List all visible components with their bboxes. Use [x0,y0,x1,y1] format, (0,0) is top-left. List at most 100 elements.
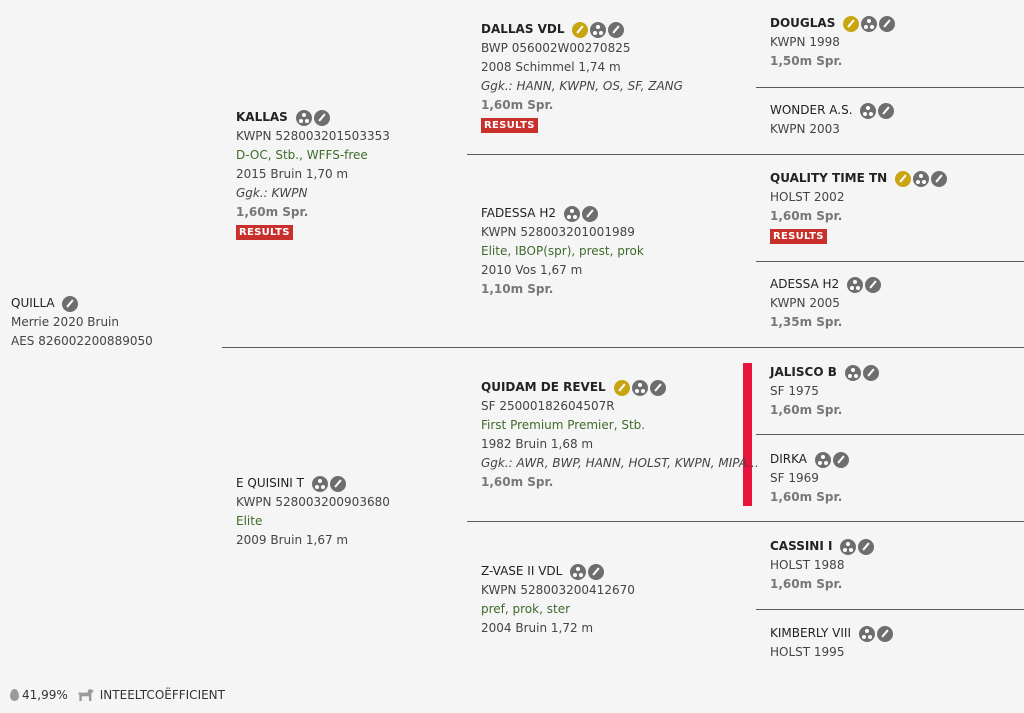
g6-name[interactable]: DIRKA [770,452,807,466]
g1-name[interactable]: DOUGLAS [770,16,836,30]
ggp-3: QUALITY TIME TN HOLST 2002 1,60m Spr. RE… [770,169,949,245]
pedigree-tree-icon[interactable] [858,625,875,642]
pedigree-tree-icon[interactable] [590,21,607,38]
g1-jump-level: 1,50m Spr. [770,54,843,68]
edit-pencil-icon[interactable] [843,15,860,32]
edit-pencil-icon[interactable] [608,21,625,38]
edit-pencil-icon[interactable] [876,625,893,642]
dam-info: 2009 Bruin 1,67 m [236,533,349,547]
ggp-2: WONDER A.S. KWPN 2003 [770,101,896,139]
ds-predicates: First Premium Premier, Stb. [481,418,646,432]
sd-name[interactable]: FADESSA H2 [481,206,556,220]
ds-name[interactable]: QUIDAM DE REVEL [481,380,606,394]
edit-pencil-icon[interactable] [572,21,589,38]
divider-left-to-right [467,347,1024,348]
divider-g34 [756,261,1024,262]
edit-pencil-icon[interactable] [862,364,879,381]
ggp-8: KIMBERLY VIII HOLST 1995 [770,624,895,662]
subject-name[interactable]: QUILLA [11,296,55,310]
edit-pencil-icon[interactable] [878,102,895,119]
edit-pencil-icon[interactable] [858,538,875,555]
pedigree-tree-icon[interactable] [847,276,863,293]
sd-info: 2010 Vos 1,67 m [481,263,583,277]
pedigree-tree-icon[interactable] [860,102,877,119]
pedigree-tree-icon[interactable] [563,205,580,222]
g2-name[interactable]: WONDER A.S. [770,103,853,117]
divider-gen2-bottom [467,521,756,522]
g8-name[interactable]: KIMBERLY VIII [770,626,851,640]
dam: E QUISINI T KWPN 528003200903680 Elite 2… [236,474,390,550]
results-button[interactable]: RESULTS [770,229,827,244]
g8-reg: HOLST 1995 [770,645,845,659]
divider-g78 [756,609,1024,610]
pedigree-tree-icon[interactable] [631,379,648,396]
pedigree-tree-icon[interactable] [295,109,312,126]
g7-name[interactable]: CASSINI I [770,539,833,553]
g5-name[interactable]: JALISCO B [770,365,837,379]
ggp-1: DOUGLAS KWPN 1998 1,50m Spr. [770,14,897,71]
pedigree-tree-icon[interactable] [913,170,930,187]
ss-reg: BWP 056002W00270825 [481,41,631,55]
pedigree-tree-icon[interactable] [840,538,857,555]
divider-g12 [756,87,1024,88]
edit-pencil-icon[interactable] [895,170,912,187]
inbreeding-percent: 41,99% [22,688,68,702]
edit-pencil-icon[interactable] [313,109,330,126]
edit-pencil-icon[interactable] [588,563,605,580]
edit-pencil-icon[interactable] [329,475,346,492]
sire-studbooks: Ggk.: KWPN [236,186,308,200]
edit-pencil-icon[interactable] [613,379,630,396]
sire-jump-level: 1,60m Spr. [236,205,309,219]
sire-info: 2015 Bruin 1,70 m [236,167,349,181]
dd-reg: KWPN 528003200412670 [481,583,635,597]
ds-reg: SF 25000182604507R [481,399,615,413]
dam-name[interactable]: E QUISINI T [236,476,304,490]
results-button[interactable]: RESULTS [481,118,538,133]
divider-g23 [756,154,1024,155]
edit-pencil-icon[interactable] [649,379,666,396]
ggp-7: CASSINI I HOLST 1988 1,60m Spr. [770,537,876,594]
ss-info: 2008 Schimmel 1,74 m [481,60,621,74]
pedigree-tree-icon[interactable] [861,15,878,32]
g2-reg: KWPN 2003 [770,122,840,136]
sd-reg: KWPN 528003201001989 [481,225,635,239]
ggp-5: JALISCO B SF 1975 1,60m Spr. [770,363,881,420]
subject-reg: AES 826002200889050 [11,334,153,348]
g4-reg: KWPN 2005 [770,296,840,310]
dam-reg: KWPN 528003200903680 [236,495,390,509]
g5-reg: SF 1975 [770,384,819,398]
pedigree-tree-icon[interactable] [814,451,831,468]
edit-pencil-icon[interactable] [865,276,881,293]
ggp-4: ADESSA H2 KWPN 2005 1,35m Spr. [770,275,883,332]
divider-g56 [756,434,1024,435]
edit-pencil-icon[interactable] [879,15,896,32]
g4-jump-level: 1,35m Spr. [770,315,843,329]
pedigree-tree-icon[interactable] [844,364,861,381]
g6-jump-level: 1,60m Spr. [770,490,843,504]
pedigree-tree-icon[interactable] [311,475,328,492]
sire-predicates: D-OC, Stb., WFFS-free [236,148,368,162]
ds-jump-level: 1,60m Spr. [481,475,554,489]
dd-predicates: pref, prok, ster [481,602,571,616]
dam-dam: Z-VASE II VDL KWPN 528003200412670 pref,… [481,562,635,638]
sd-jump-level: 1,10m Spr. [481,282,554,296]
drop-icon [10,689,19,701]
edit-pencil-icon[interactable] [62,295,79,312]
g3-reg: HOLST 2002 [770,190,845,204]
subject-horse: QUILLA Merrie 2020 Bruin AES 82600220088… [11,294,153,351]
results-button[interactable]: RESULTS [236,225,293,240]
ggp-6: DIRKA SF 1969 1,60m Spr. [770,450,851,507]
g4-name[interactable]: ADESSA H2 [770,277,840,291]
dd-name[interactable]: Z-VASE II VDL [481,564,563,578]
sire-name[interactable]: KALLAS [236,110,288,124]
ss-studbooks: Ggk.: HANN, KWPN, OS, SF, ZANG [481,79,683,93]
g3-name[interactable]: QUALITY TIME TN [770,171,888,185]
edit-pencil-icon[interactable] [581,205,598,222]
edit-pencil-icon[interactable] [832,451,849,468]
ss-name[interactable]: DALLAS VDL [481,22,565,36]
sd-predicates: Elite, IBOP(spr), prest, prok [481,244,644,258]
pedigree-tree-icon[interactable] [570,563,587,580]
edit-pencil-icon[interactable] [931,170,948,187]
sire-sire: DALLAS VDL BWP 056002W00270825 2008 Schi… [481,20,683,134]
g3-jump-level: 1,60m Spr. [770,209,843,223]
